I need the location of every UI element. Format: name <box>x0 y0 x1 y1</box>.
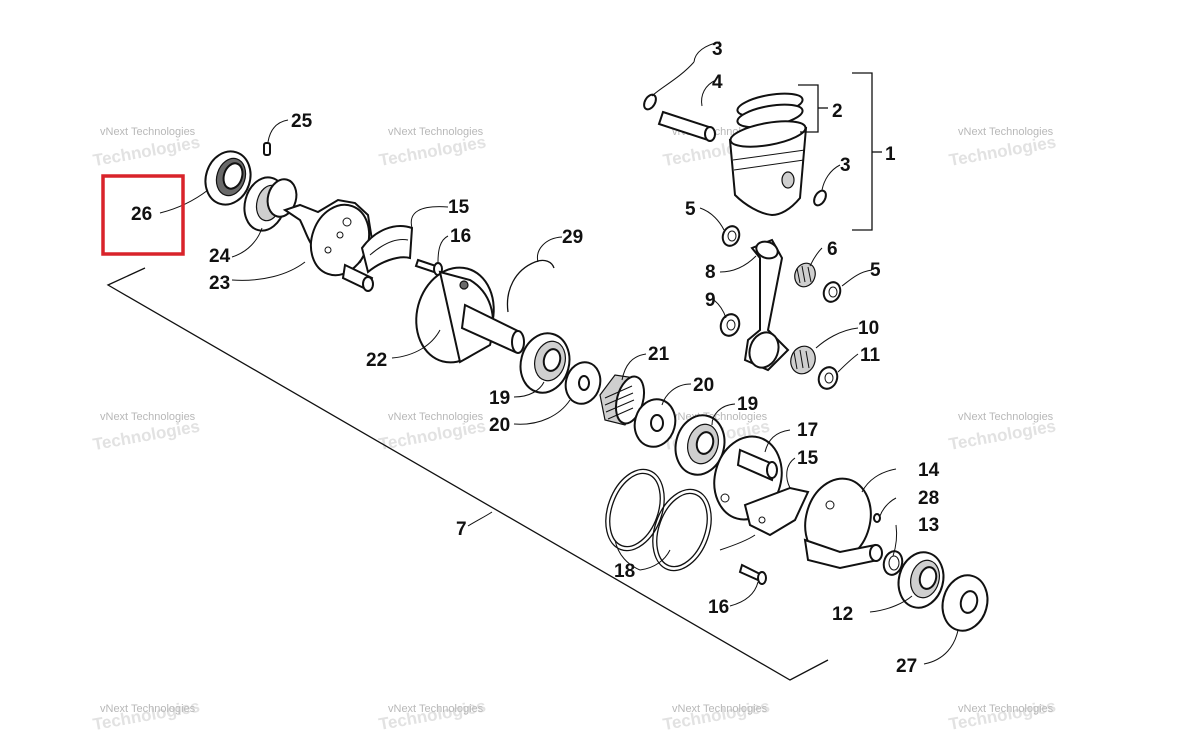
watermark: Technologies vNext Technologies <box>377 126 487 170</box>
callout-15[interactable]: 15 <box>448 197 470 218</box>
callout-16[interactable]: 16 <box>450 226 471 247</box>
svg-text:vNext Technologies: vNext Technologies <box>100 411 196 423</box>
part-25-pin[interactable] <box>263 142 271 156</box>
part-11-washer[interactable] <box>816 365 840 392</box>
svg-text:vNext Technologies: vNext Technologies <box>388 703 484 715</box>
watermark: Technologies vNext Technologies <box>947 411 1057 454</box>
svg-text:vNext Technologies: vNext Technologies <box>958 411 1054 423</box>
bracket-1 <box>852 72 882 231</box>
part-24-bearing[interactable] <box>239 173 301 236</box>
callout-2[interactable]: 2 <box>832 101 843 122</box>
svg-text:Technologies: Technologies <box>947 132 1057 170</box>
callout-17[interactable]: 17 <box>797 420 818 441</box>
watermark: Technologies vNext Technologies <box>91 697 201 735</box>
part-1-piston[interactable] <box>728 117 808 217</box>
part-10-needle-bearing[interactable] <box>787 343 819 378</box>
callout-24[interactable]: 24 <box>209 246 231 267</box>
part-20-washer[interactable] <box>561 358 605 407</box>
part-5-washer[interactable] <box>720 224 742 248</box>
callout-14[interactable]: 14 <box>918 460 940 481</box>
callout-25[interactable]: 25 <box>291 111 313 132</box>
callout-1[interactable]: 1 <box>885 144 896 165</box>
callout-5[interactable]: 5 <box>870 260 881 281</box>
part-22-crank-web[interactable] <box>406 259 525 371</box>
part-12-bearing[interactable] <box>893 547 950 612</box>
callout-19[interactable]: 19 <box>489 388 510 409</box>
watermark: Technologies vNext Technologies <box>92 126 202 170</box>
watermark: Technologies vNext Technologies <box>947 126 1057 170</box>
callout-5[interactable]: 5 <box>685 199 696 220</box>
callout-16[interactable]: 16 <box>708 597 729 618</box>
callout-8[interactable]: 8 <box>705 262 716 283</box>
callout-13[interactable]: 13 <box>918 515 939 536</box>
svg-text:vNext Technologies: vNext Technologies <box>388 411 484 423</box>
callout-26[interactable]: 26 <box>131 204 152 225</box>
highlight-box-26 <box>101 174 185 256</box>
callout-10[interactable]: 10 <box>858 318 879 339</box>
part-19-bearing[interactable] <box>514 328 576 398</box>
callout-4[interactable]: 4 <box>712 72 723 93</box>
svg-text:Technologies: Technologies <box>92 133 202 171</box>
assembly-bracket-7 <box>106 267 829 681</box>
callout-22[interactable]: 22 <box>366 350 387 371</box>
watermark-group: Technologies vNext Technologies Technolo… <box>91 126 1057 734</box>
part-20-washer[interactable] <box>629 395 680 452</box>
svg-text:vNext Technologies: vNext Technologies <box>672 703 768 715</box>
part-16-screw[interactable] <box>738 563 767 585</box>
callout-27[interactable]: 27 <box>896 656 917 677</box>
callout-3[interactable]: 3 <box>712 39 723 60</box>
watermark: Technologies vNext Technologies <box>377 411 487 454</box>
callout-21[interactable]: 21 <box>648 344 670 365</box>
callout-19[interactable]: 19 <box>737 394 758 415</box>
callout-6[interactable]: 6 <box>827 239 838 260</box>
callout-28[interactable]: 28 <box>918 488 939 509</box>
callout-3[interactable]: 3 <box>840 155 851 176</box>
svg-text:vNext Technologies: vNext Technologies <box>100 703 196 715</box>
svg-text:vNext Technologies: vNext Technologies <box>958 703 1054 715</box>
callout-29[interactable]: 29 <box>562 227 583 248</box>
callout-labels: 3 4 2 1 3 5 6 8 5 9 10 11 25 15 16 29 24… <box>131 39 940 677</box>
part-3-circlip[interactable] <box>812 189 829 208</box>
part-13-washer[interactable] <box>881 549 905 577</box>
callout-11[interactable]: 11 <box>860 345 881 366</box>
callout-18[interactable]: 18 <box>614 561 635 582</box>
part-19-bearing[interactable] <box>669 410 731 480</box>
part-9-washer[interactable] <box>718 312 742 339</box>
part-14-crank-half[interactable] <box>796 471 883 570</box>
callout-15[interactable]: 15 <box>797 448 819 469</box>
svg-text:vNext Technologies: vNext Technologies <box>388 126 484 138</box>
part-18-ring[interactable] <box>642 481 721 578</box>
svg-text:vNext Technologies: vNext Technologies <box>958 126 1054 138</box>
leader-lines <box>159 41 959 665</box>
part-28-pin[interactable] <box>873 513 881 523</box>
part-4-piston-pin[interactable] <box>657 110 716 142</box>
callout-12[interactable]: 12 <box>832 604 853 625</box>
part-27-seal[interactable] <box>937 570 994 635</box>
part-29-retaining-clip[interactable] <box>506 259 555 313</box>
svg-text:Technologies: Technologies <box>377 132 487 170</box>
watermark: Technologies vNext Technologies <box>91 411 201 454</box>
callout-20[interactable]: 20 <box>693 375 714 396</box>
callout-23[interactable]: 23 <box>209 273 230 294</box>
part-26-seal[interactable] <box>199 146 258 211</box>
part-16-screw[interactable] <box>414 258 443 276</box>
part-8-connecting-rod[interactable] <box>743 238 790 372</box>
part-15-counterweight[interactable] <box>360 225 414 274</box>
callout-9[interactable]: 9 <box>705 290 716 311</box>
watermark: Technologies vNext Technologies <box>377 696 487 734</box>
callout-20[interactable]: 20 <box>489 415 510 436</box>
watermark: Technologies vNext Technologies <box>661 697 771 735</box>
part-23-crank-half[interactable] <box>282 197 379 292</box>
part-3-circlip[interactable] <box>642 93 659 112</box>
part-6-needle-bearing[interactable] <box>791 260 818 289</box>
svg-text:vNext Technologies: vNext Technologies <box>100 126 196 138</box>
callout-7[interactable]: 7 <box>456 519 467 540</box>
bracket-2 <box>798 84 828 133</box>
watermark: Technologies vNext Technologies <box>947 696 1057 734</box>
part-5-washer[interactable] <box>821 280 843 304</box>
part-18-ring[interactable] <box>595 461 674 558</box>
